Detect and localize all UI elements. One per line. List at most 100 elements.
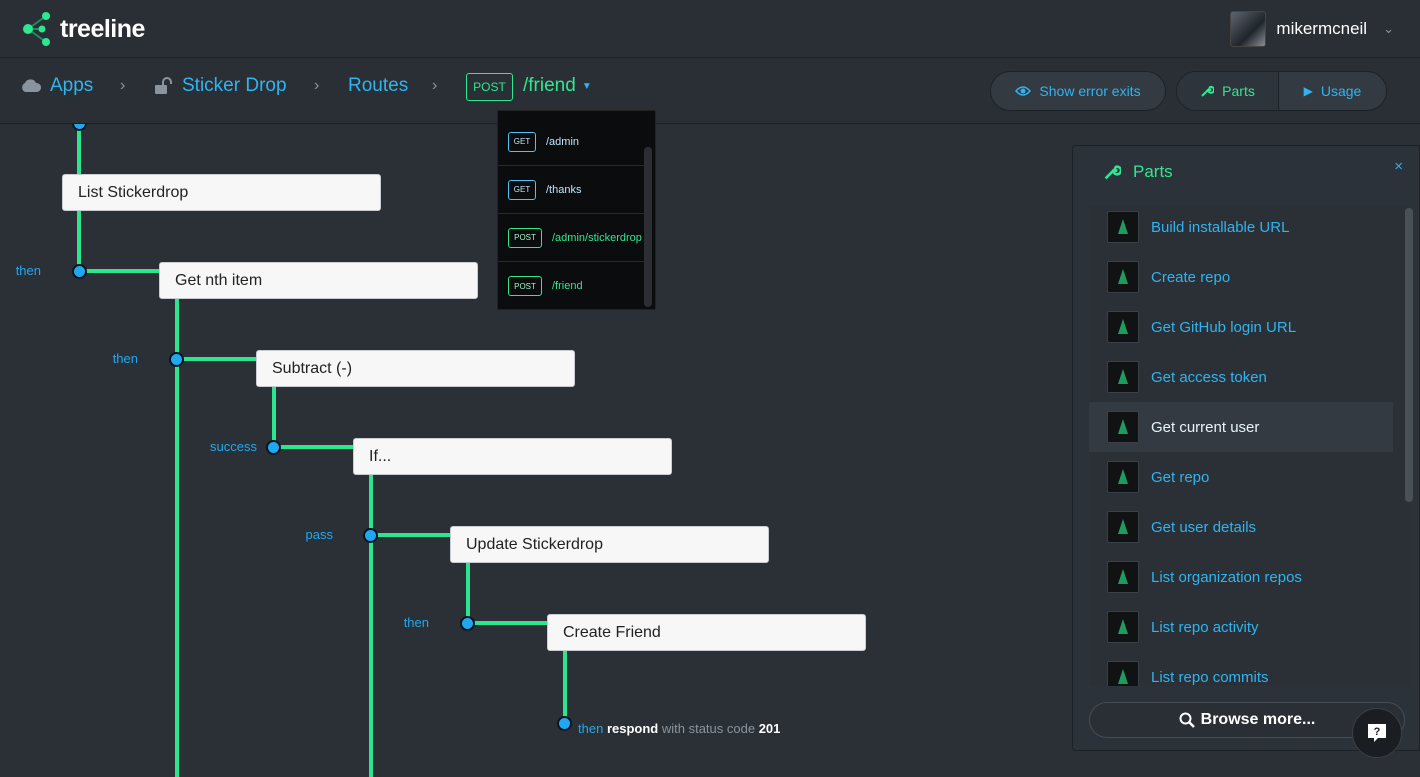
close-icon[interactable]: × <box>1394 158 1403 175</box>
flow-connector-dot[interactable] <box>169 352 184 367</box>
respond-status-code: 201 <box>758 721 781 736</box>
edge-label-then: then <box>15 263 41 278</box>
flow-node-get-nth-item[interactable]: Get nth item <box>159 262 478 299</box>
play-icon: ▶ <box>1303 84 1313 98</box>
flow-connector-dot[interactable] <box>557 716 572 731</box>
browse-more-button[interactable]: Browse more... <box>1089 702 1405 738</box>
flow-connector-dot[interactable] <box>460 616 475 631</box>
part-item-label: Build installable URL <box>1151 218 1290 236</box>
parts-scrollbar[interactable] <box>1405 208 1413 502</box>
route-menu-item[interactable]: GET /thanks <box>498 166 644 214</box>
chevron-down-icon[interactable]: ⌄ <box>1383 21 1394 36</box>
breadcrumb-apps[interactable]: Apps <box>20 75 93 97</box>
respond-middle-text: with status code <box>661 721 756 736</box>
flow-canvas[interactable]: List Stickerdrop then Get nth item then … <box>0 124 1420 777</box>
tab-usage-label: Usage <box>1320 83 1362 99</box>
logo[interactable]: treeline <box>20 11 145 47</box>
route-menu-path: /thanks <box>546 183 582 196</box>
eye-icon <box>1015 86 1032 96</box>
route-path-label[interactable]: /friend <box>523 75 576 96</box>
breadcrumb-routes-label[interactable]: Routes <box>348 75 409 96</box>
breadcrumb-routes[interactable]: Routes <box>348 75 408 97</box>
tree-icon <box>1107 311 1139 343</box>
treeline-logo-icon <box>23 12 50 46</box>
respond-verb: respond <box>606 721 659 736</box>
part-item[interactable]: List repo commits <box>1089 652 1393 686</box>
user-menu[interactable]: mikermcneil ⌄ <box>1230 11 1394 47</box>
tab-parts[interactable]: Parts <box>1177 72 1279 110</box>
route-selector[interactable]: /friend ▼ <box>523 75 592 97</box>
part-item[interactable]: Get GitHub login URL <box>1089 302 1393 352</box>
breadcrumb-project[interactable]: Sticker Drop <box>154 75 287 97</box>
breadcrumb: Apps › Sticker Drop › Routes › POST /fri… <box>0 58 1420 124</box>
route-menu-item[interactable]: GET /admin <box>498 118 644 166</box>
edge-label-pass: pass <box>305 527 333 542</box>
part-item[interactable]: Get user details <box>1089 502 1393 552</box>
flow-connector-dot[interactable] <box>363 528 378 543</box>
tree-icon <box>1107 511 1139 543</box>
edge-label-then: then <box>403 615 429 630</box>
parts-panel-title: Parts <box>1133 162 1173 181</box>
flow-node-if[interactable]: If... <box>353 438 672 475</box>
part-item-label: Get repo <box>1151 468 1210 486</box>
part-item-label: Get current user <box>1151 418 1260 436</box>
route-verb-badge: GET <box>508 131 536 152</box>
route-menu-path: /admin/stickerdrop <box>552 231 642 244</box>
part-item-selected[interactable]: Get current user <box>1089 402 1393 452</box>
part-item-label: Create repo <box>1151 268 1231 286</box>
flow-connector-dot[interactable] <box>266 440 281 455</box>
part-item-label: List repo activity <box>1151 618 1259 636</box>
tree-icon <box>1107 411 1139 443</box>
view-toggle: Parts ▶ Usage <box>1176 71 1387 111</box>
unlock-icon <box>155 77 172 94</box>
parts-list[interactable]: Build installable URL Create repo Get Gi… <box>1089 206 1409 686</box>
help-button[interactable]: ? <box>1352 708 1402 758</box>
show-error-exits-label: Show error exits <box>1039 83 1141 99</box>
username: mikermcneil <box>1276 19 1368 38</box>
parts-panel-header: Parts <box>1103 162 1173 182</box>
route-verb-badge: POST <box>466 73 513 101</box>
part-item[interactable]: List repo activity <box>1089 602 1393 652</box>
flow-node-subtract[interactable]: Subtract (-) <box>256 350 575 387</box>
tree-icon <box>1107 461 1139 493</box>
flow-node-list-stickerdrop[interactable]: List Stickerdrop <box>62 174 381 211</box>
flow-connector-dot[interactable] <box>72 264 87 279</box>
search-icon <box>1179 712 1195 728</box>
part-item-label: List repo commits <box>1151 668 1269 686</box>
part-item[interactable]: Create repo <box>1089 252 1393 302</box>
avatar[interactable] <box>1230 11 1267 47</box>
route-menu-item[interactable]: POST /friend <box>498 262 644 309</box>
part-item-label: Get GitHub login URL <box>1151 318 1297 336</box>
part-item[interactable]: Get access token <box>1089 352 1393 402</box>
breadcrumb-separator: › <box>432 77 438 94</box>
route-verb-badge: GET <box>508 179 536 200</box>
respond-instruction[interactable]: then respond with status code 201 <box>578 721 780 736</box>
route-menu-item[interactable]: POST /admin/stickerdrop <box>498 214 644 262</box>
part-item-label: List organization repos <box>1151 568 1302 586</box>
route-menu-scrollbar[interactable] <box>644 147 652 307</box>
cloud-icon <box>22 79 42 92</box>
parts-panel: Parts × Build installable URL Create rep… <box>1072 145 1420 751</box>
part-item-label: Get access token <box>1151 368 1267 386</box>
part-item[interactable]: Build installable URL <box>1089 206 1393 252</box>
route-dropdown-menu: GET /admin GET /thanks POST /admin/stick… <box>497 110 656 310</box>
part-item[interactable]: Get repo <box>1089 452 1393 502</box>
help-glyph: ? <box>1374 726 1381 738</box>
tab-parts-label: Parts <box>1222 83 1255 99</box>
part-item[interactable]: List organization repos <box>1089 552 1393 602</box>
help-icon: ? <box>1368 724 1386 742</box>
flow-node-update-stickerdrop[interactable]: Update Stickerdrop <box>450 526 769 563</box>
wrench-icon <box>1201 85 1215 97</box>
tab-usage[interactable]: ▶ Usage <box>1279 72 1386 110</box>
breadcrumb-apps-label[interactable]: Apps <box>50 75 94 96</box>
breadcrumb-project-label[interactable]: Sticker Drop <box>182 75 287 96</box>
tree-icon <box>1107 361 1139 393</box>
route-verb-badge: POST <box>508 227 542 248</box>
caret-down-icon[interactable]: ▼ <box>581 80 592 92</box>
show-error-exits-button[interactable]: Show error exits <box>990 71 1166 111</box>
top-bar: treeline mikermcneil ⌄ <box>0 0 1420 58</box>
browse-more-label: Browse more... <box>1200 711 1316 728</box>
route-verb-badge: POST <box>508 276 542 296</box>
flow-node-create-friend[interactable]: Create Friend <box>547 614 866 651</box>
tree-icon <box>1107 611 1139 643</box>
